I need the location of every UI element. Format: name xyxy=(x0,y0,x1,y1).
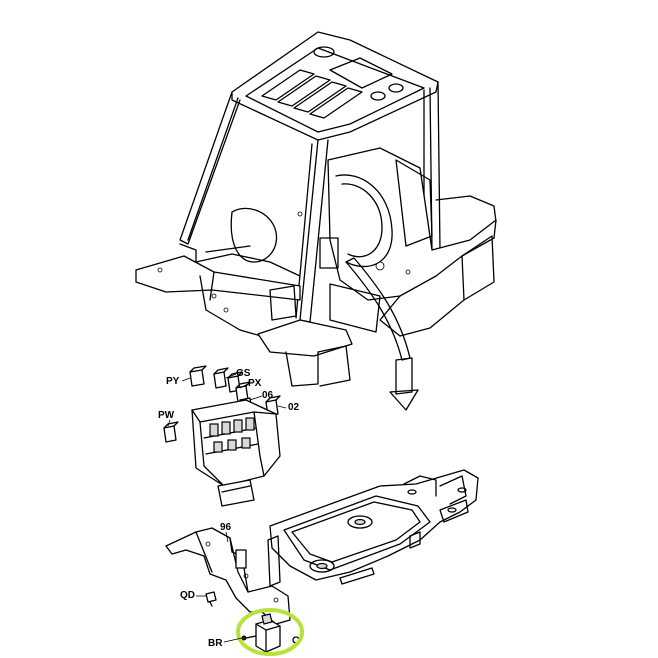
label-px: PX xyxy=(248,378,262,389)
relay-py xyxy=(189,365,207,387)
callout-labels: PY GS PX 06 02 PW 96 QD BR xyxy=(158,368,300,649)
callout-arrow xyxy=(345,257,419,411)
label-qd: QD xyxy=(180,590,195,601)
relay-gs-a xyxy=(213,367,229,389)
relay-block-assembly xyxy=(163,365,281,507)
label-02: 02 xyxy=(288,402,300,413)
bracket-96 xyxy=(165,527,291,625)
label-pw: PW xyxy=(158,410,175,421)
highlight-circle xyxy=(236,608,304,656)
relay-br-highlighted xyxy=(241,613,300,653)
label-06: 06 xyxy=(262,390,274,401)
label-br: BR xyxy=(208,638,223,649)
label-py: PY xyxy=(166,376,180,387)
bolt-qd xyxy=(205,591,217,607)
label-96: 96 xyxy=(220,522,232,533)
mounting-plate xyxy=(269,469,479,585)
label-gs: GS xyxy=(236,368,251,379)
cab-frame xyxy=(135,31,497,387)
relay-pw xyxy=(163,421,179,443)
